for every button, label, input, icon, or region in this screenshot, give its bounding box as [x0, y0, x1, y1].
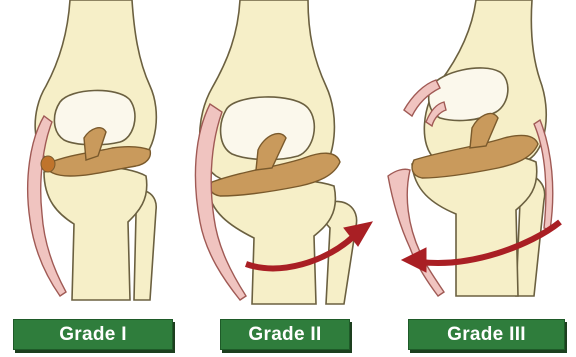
tibia-grade-2	[208, 179, 335, 304]
knee-grade-2	[195, 0, 372, 304]
grade-1-label: Grade I	[13, 319, 173, 350]
grade-3-label: Grade III	[408, 319, 565, 350]
sprain-point-grade-1	[41, 156, 55, 172]
knee-grade-3	[388, 0, 560, 296]
grade-2-label: Grade II	[220, 319, 350, 350]
grade-1-label-text: Grade I	[59, 324, 127, 346]
grade-3-label-text: Grade III	[447, 324, 526, 346]
grade-2-label-text: Grade II	[248, 324, 321, 346]
knee-grade-1	[28, 0, 157, 300]
